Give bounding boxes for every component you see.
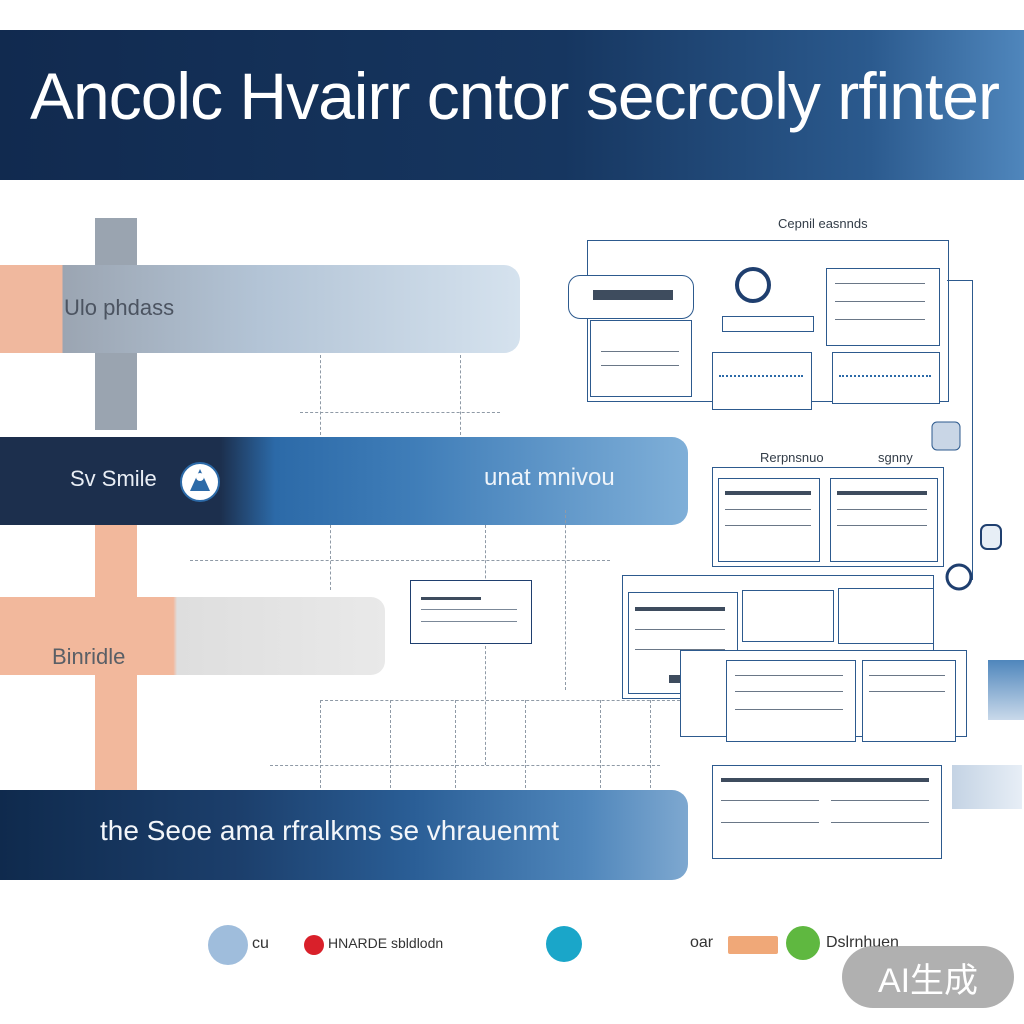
panel-box: [718, 478, 820, 562]
lane-bar-2: [0, 437, 688, 525]
panel-box: [832, 352, 940, 404]
legend-swatch-2: [304, 935, 324, 955]
legend-swatch-3: [546, 926, 582, 962]
panel-box: [712, 765, 942, 859]
lane-bar-4: [0, 790, 688, 880]
lane-label-2: Sv Smile: [70, 466, 157, 491]
panel-box: [862, 660, 956, 742]
panel-box: [742, 590, 834, 642]
panel-box: [590, 320, 692, 397]
document-card: [410, 580, 532, 644]
panel-group-title: sgnny: [878, 450, 913, 465]
connector-line: [320, 355, 321, 435]
lane-sublabel-2: unat mnivou: [484, 464, 615, 491]
legend-swatch-1: [208, 925, 248, 965]
server-rack-icon: [952, 765, 1022, 809]
lane-bar-3: [0, 597, 385, 675]
connector-line: [600, 700, 601, 788]
circle-node-icon: [735, 267, 771, 303]
tower-icon: [988, 660, 1024, 720]
legend-swatch-5: [786, 926, 820, 960]
panel-group-title: Cepnil easnnds: [778, 216, 868, 231]
connector-line: [455, 700, 456, 788]
connector-line: [320, 700, 321, 788]
panel-box: [830, 478, 938, 562]
connector-line: [947, 280, 973, 281]
user-group-icon: [180, 462, 220, 502]
connector-line: [320, 700, 680, 701]
connector-line: [270, 765, 660, 766]
connector-line: [972, 280, 973, 580]
panel-box: [712, 352, 812, 410]
ai-generated-badge: AI生成: [842, 946, 1014, 1008]
connector-line: [390, 700, 391, 788]
connector-line: [525, 700, 526, 788]
legend-swatch-4: [728, 936, 778, 954]
connector-line: [565, 510, 566, 690]
document-icon: [931, 421, 961, 451]
connector-line: [190, 560, 610, 561]
lane-label-1: Ulo phdass: [64, 295, 175, 320]
lane-label-4: the Seoe ama rfralkms se vhrauenmt: [100, 815, 560, 846]
panel-box: [838, 588, 934, 644]
page-title: Ancolc Hvairr cntor secrcoly rfinter: [30, 59, 1000, 133]
panel-group-title: Rerpnsnuo: [760, 450, 824, 465]
connector-line: [330, 525, 331, 590]
connector-line: [485, 525, 486, 765]
panel-bar: [722, 316, 814, 332]
connector-line: [300, 412, 500, 413]
lane-label-3: Binridle: [52, 644, 126, 669]
cylinder-icon: [980, 524, 1002, 550]
panel-rounded-box: [568, 275, 694, 319]
header-banner: [0, 30, 1024, 180]
legend-label-4: oar: [690, 934, 714, 951]
gauge-icon: [945, 563, 973, 591]
connector-line: [650, 700, 651, 788]
legend-label-2: HNARDE sbldlodn: [328, 935, 444, 951]
panel-box: [826, 268, 940, 346]
legend-label-1: cu: [252, 935, 269, 952]
lane-bar-1: [0, 265, 520, 353]
panel-box: [726, 660, 856, 742]
connector-line: [460, 355, 461, 435]
